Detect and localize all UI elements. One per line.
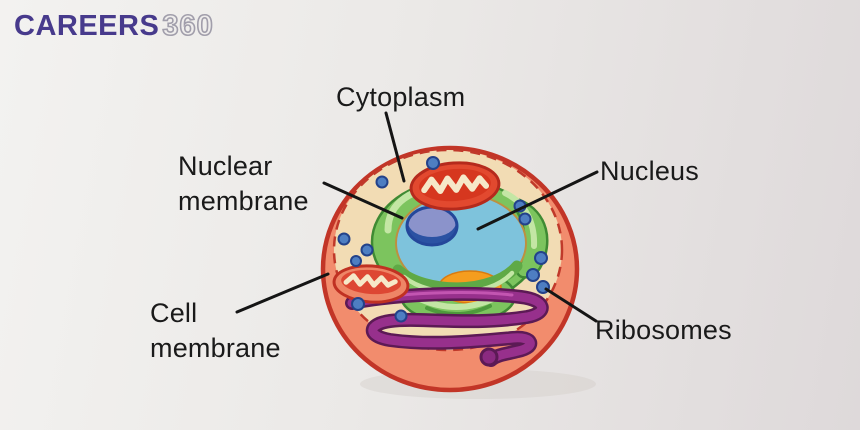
ribosome-dot bbox=[337, 232, 351, 246]
er-end-blob bbox=[479, 347, 499, 367]
ribosome-dot bbox=[526, 268, 540, 282]
cell-membrane-leader-line bbox=[235, 272, 330, 314]
ribosome-dot bbox=[375, 175, 389, 189]
mitochondrion-top-cristae bbox=[421, 174, 490, 195]
ribosome-dot bbox=[518, 212, 532, 226]
label-cell-membrane: Cell membrane bbox=[150, 298, 281, 363]
mitochondrion-left bbox=[332, 264, 410, 304]
ribosome-dot bbox=[426, 156, 440, 170]
ribosome-dot bbox=[394, 309, 408, 323]
ribosome-dot bbox=[350, 255, 362, 267]
mitochondrion-top bbox=[409, 161, 501, 211]
ribosomes-leader-line bbox=[544, 287, 598, 323]
cytoplasm-leader-line bbox=[384, 111, 406, 183]
label-ribosomes: Ribosomes bbox=[595, 315, 732, 345]
ribosome-dot bbox=[534, 251, 548, 265]
ribosome-dot bbox=[360, 243, 374, 257]
mitochondrion-left-cristae bbox=[343, 273, 398, 288]
label-cytoplasm: Cytoplasm bbox=[336, 82, 466, 112]
nucleus-leader-line bbox=[476, 170, 599, 231]
label-nucleus: Nucleus bbox=[600, 156, 699, 186]
label-nuclear-membrane: Nuclear membrane bbox=[178, 151, 309, 216]
nuclear-membrane-leader-line bbox=[322, 181, 404, 220]
brand-suffix: 360 bbox=[162, 9, 214, 43]
nucleolus-shape bbox=[408, 207, 456, 237]
bottom-lobe-chevron-dark bbox=[425, 304, 492, 317]
leader-lines bbox=[235, 111, 599, 323]
brand-name: CAREERS bbox=[14, 10, 160, 42]
ribosome-dots bbox=[337, 156, 550, 323]
ribosome-dot bbox=[351, 297, 365, 311]
